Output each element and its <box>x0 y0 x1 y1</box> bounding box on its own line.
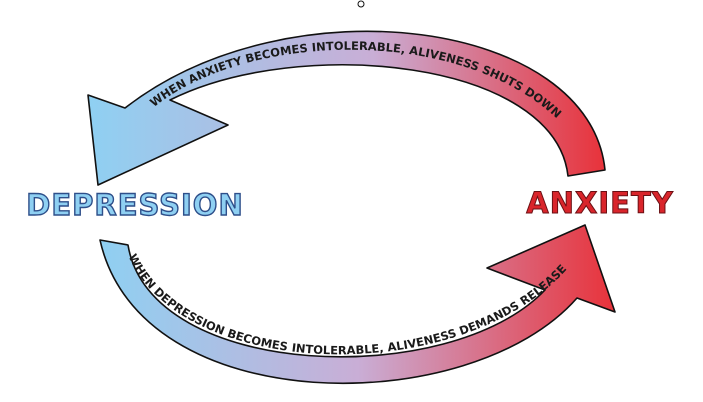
top-marker-dot <box>357 0 365 8</box>
anxiety-label: ANXIETY <box>526 186 673 220</box>
top-arrow: WHEN ANXIETY BECOMES INTOLERABLE, ALIVEN… <box>87 30 606 186</box>
bottom-arrow-shape <box>99 224 616 385</box>
bottom-arrow: WHEN DEPRESSION BECOMES INTOLERABLE, ALI… <box>99 224 616 385</box>
depression-label: DEPRESSION <box>26 188 243 222</box>
top-arrow-shape <box>87 30 606 186</box>
